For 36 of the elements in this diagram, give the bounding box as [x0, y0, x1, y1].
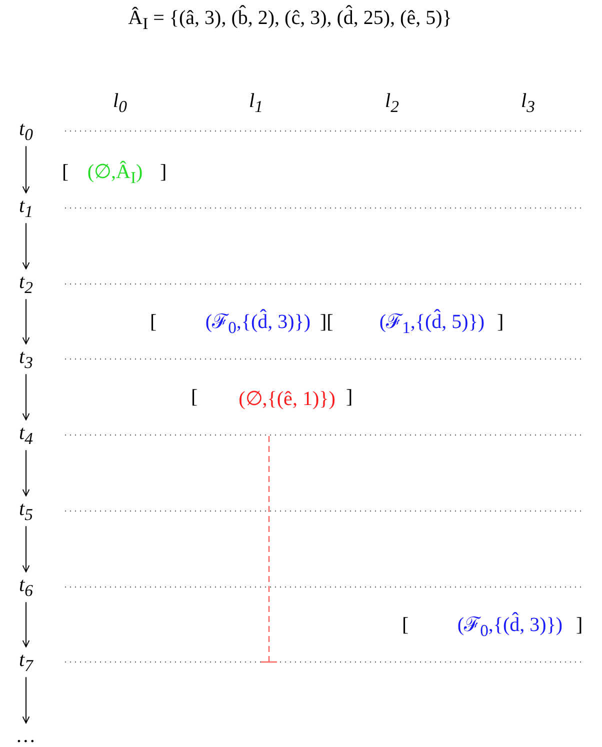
time-label: t$_{5}$: [19, 498, 33, 524]
bracket: [: [150, 311, 157, 333]
arrow: [22, 374, 30, 420]
arrow: [22, 298, 30, 344]
bracket: ]: [346, 386, 353, 408]
column-label: l$_{1}$: [249, 90, 263, 116]
time-label: t$_{0}$: [19, 118, 33, 144]
bracket: [: [62, 161, 69, 183]
arrow: [22, 450, 30, 496]
time-label: t$_{2}$: [19, 270, 33, 298]
time-label: t$_{4}$: [19, 422, 33, 448]
bracket: ]: [497, 311, 504, 333]
message-label: (ℱ$_{1}$,{(d̂, 5)}): [379, 310, 485, 338]
column-label: l$_{3}$: [521, 90, 535, 116]
bracket: ][: [320, 311, 334, 333]
time-label: t$_{3}$: [19, 346, 33, 372]
arrow: [22, 602, 30, 648]
time-label: t$_{7}$: [19, 648, 33, 676]
column-label: l$_{2}$: [385, 90, 399, 116]
time-label: t$_{1}$: [19, 194, 33, 222]
arrow: [22, 146, 30, 194]
time-label: …: [17, 725, 35, 747]
arrow: [22, 526, 30, 572]
bracket: [: [191, 386, 198, 408]
arrow: [22, 222, 30, 270]
message-label: (ℱ$_{0}$,{(d̂, 3)}): [457, 614, 563, 640]
bracket: ]: [576, 614, 583, 636]
message-label: (∅,Â$_{I}$): [87, 160, 143, 188]
message-label: (∅,{(ê, 1)}): [238, 388, 336, 410]
set-formula: Â$_{I}$ = {(â, 3), (b̂, 2), (ĉ, 3), (d̂, 25), (ê, 5)}: [128, 6, 452, 34]
time-label: t$_{6}$: [19, 574, 33, 600]
column-label: l$_{0}$: [113, 90, 127, 116]
message-label: (ℱ$_{0}$,{(d̂, 3)}): [205, 310, 311, 338]
bracket: [: [402, 614, 409, 636]
arrow: [22, 676, 30, 724]
bracket: ]: [160, 161, 167, 183]
